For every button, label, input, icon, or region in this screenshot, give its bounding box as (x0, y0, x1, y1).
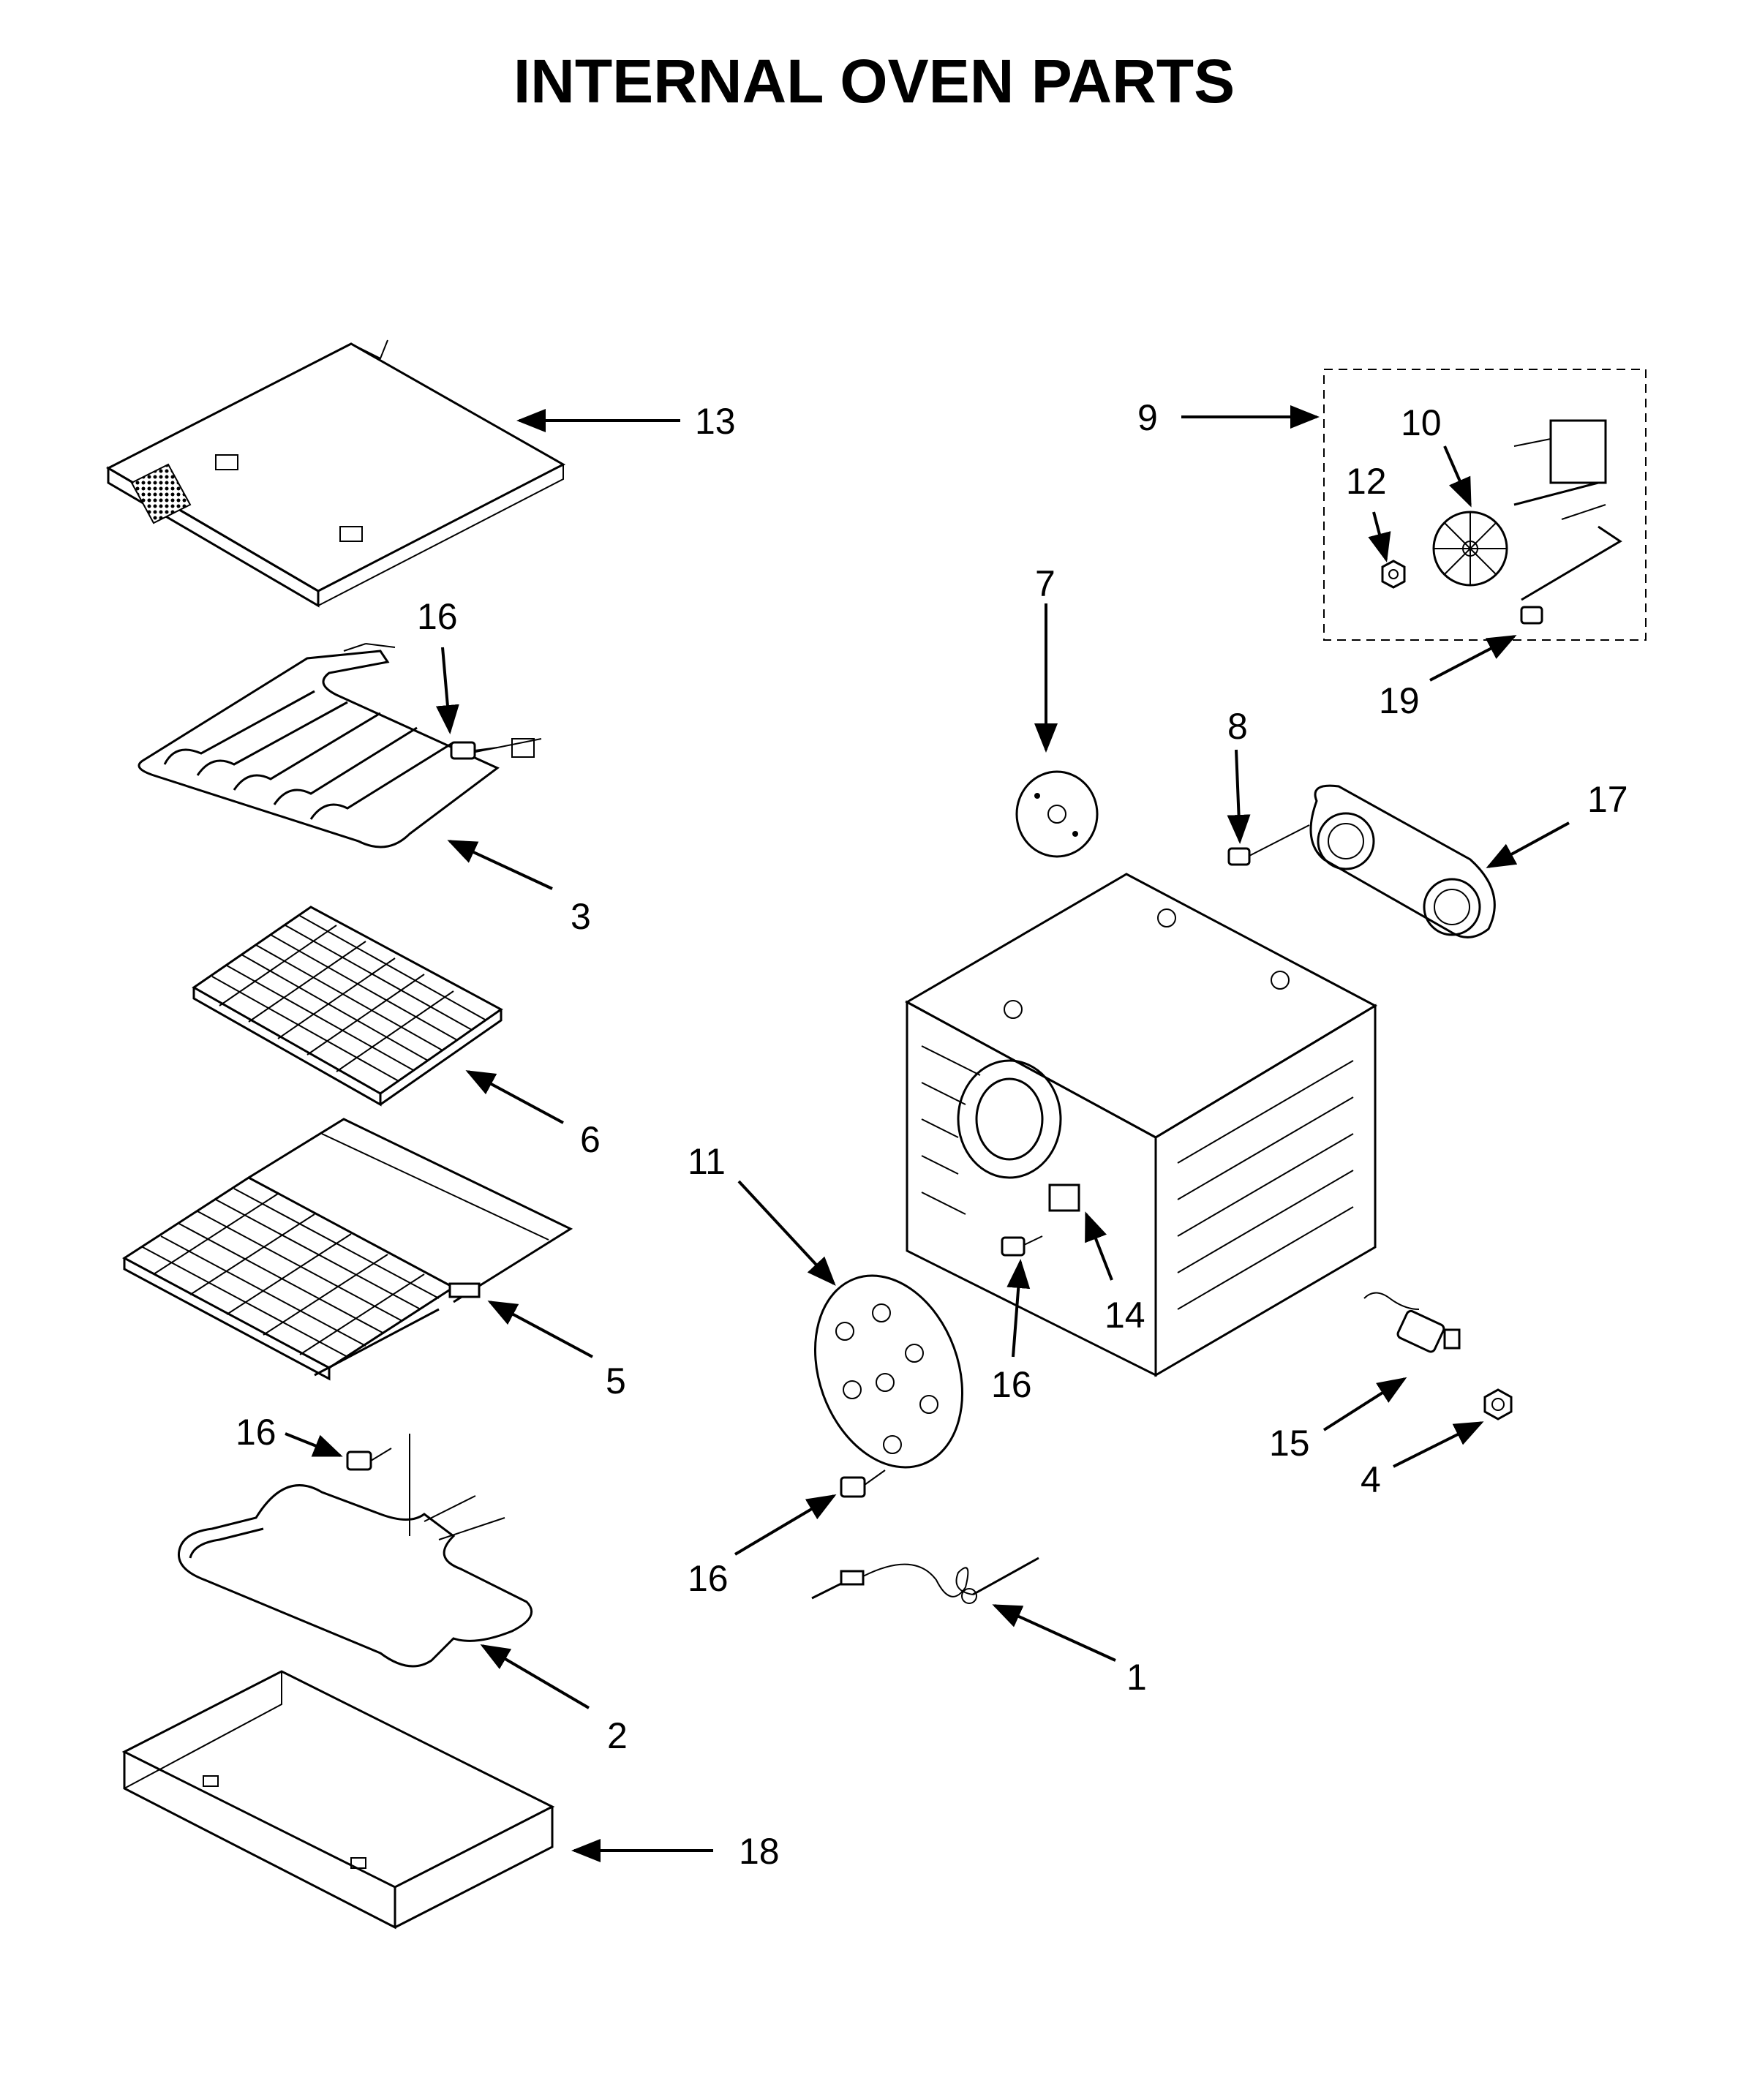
callout-16-a: 16 (417, 596, 458, 637)
callout-15: 15 (1269, 1423, 1310, 1464)
leader-lines (285, 405, 1570, 1862)
part-6-oven-rack (192, 906, 503, 1107)
callout-12: 12 (1346, 461, 1387, 502)
callout-8: 8 (1227, 706, 1248, 747)
callout-17: 17 (1587, 779, 1628, 820)
part-16-screw-d (346, 1448, 392, 1471)
part-17-fan-shroud (1309, 784, 1496, 938)
callout-14: 14 (1105, 1295, 1145, 1336)
page-title: INTERNAL OVEN PARTS (513, 47, 1235, 116)
callout-16-b: 16 (991, 1364, 1032, 1405)
part-oven-cavity (904, 873, 1378, 1377)
part-5-sliding-rack (122, 1118, 573, 1381)
part-2-bake-element (177, 1434, 533, 1668)
callout-10: 10 (1401, 402, 1442, 443)
part-19-screw (1520, 606, 1543, 625)
fan-motor (1513, 419, 1622, 601)
callout-5: 5 (606, 1361, 626, 1401)
callout-18: 18 (739, 1831, 780, 1872)
part-3-broil-element (138, 643, 542, 848)
callout-19: 19 (1379, 680, 1420, 721)
part-18-bottom-panel (121, 1670, 555, 1930)
callout-16-c: 16 (688, 1558, 729, 1599)
part-16-screw-b (1001, 1235, 1043, 1257)
callout-4: 4 (1361, 1459, 1381, 1500)
callout-7: 7 (1035, 563, 1055, 604)
part-1-meat-probe (811, 1557, 1039, 1604)
callout-labels: 13 16 3 6 5 16 2 18 7 8 17 9 10 12 19 11… (236, 397, 1628, 1872)
callout-11: 11 (688, 1141, 726, 1182)
callout-9: 9 (1137, 397, 1158, 438)
part-4-nut (1483, 1388, 1513, 1420)
callout-6: 6 (580, 1119, 601, 1160)
part-12-nut (1381, 560, 1406, 589)
part-16-screw-c (840, 1469, 886, 1498)
part-9-fan-assembly (1323, 369, 1647, 641)
callout-2: 2 (607, 1715, 628, 1756)
part-16-screw-a (450, 741, 498, 760)
part-7-fan-cover (1015, 770, 1099, 858)
callout-13: 13 (695, 401, 736, 442)
part-10-fan-blade (1432, 511, 1508, 587)
part-15-sensor (1363, 1292, 1461, 1353)
callout-3: 3 (571, 896, 591, 937)
part-13-top-panel (105, 339, 566, 608)
part-11-fan-cover-plate (813, 1274, 964, 1469)
callout-1: 1 (1126, 1657, 1147, 1698)
callout-16-d: 16 (236, 1412, 276, 1453)
part-8-screw (1227, 824, 1310, 866)
